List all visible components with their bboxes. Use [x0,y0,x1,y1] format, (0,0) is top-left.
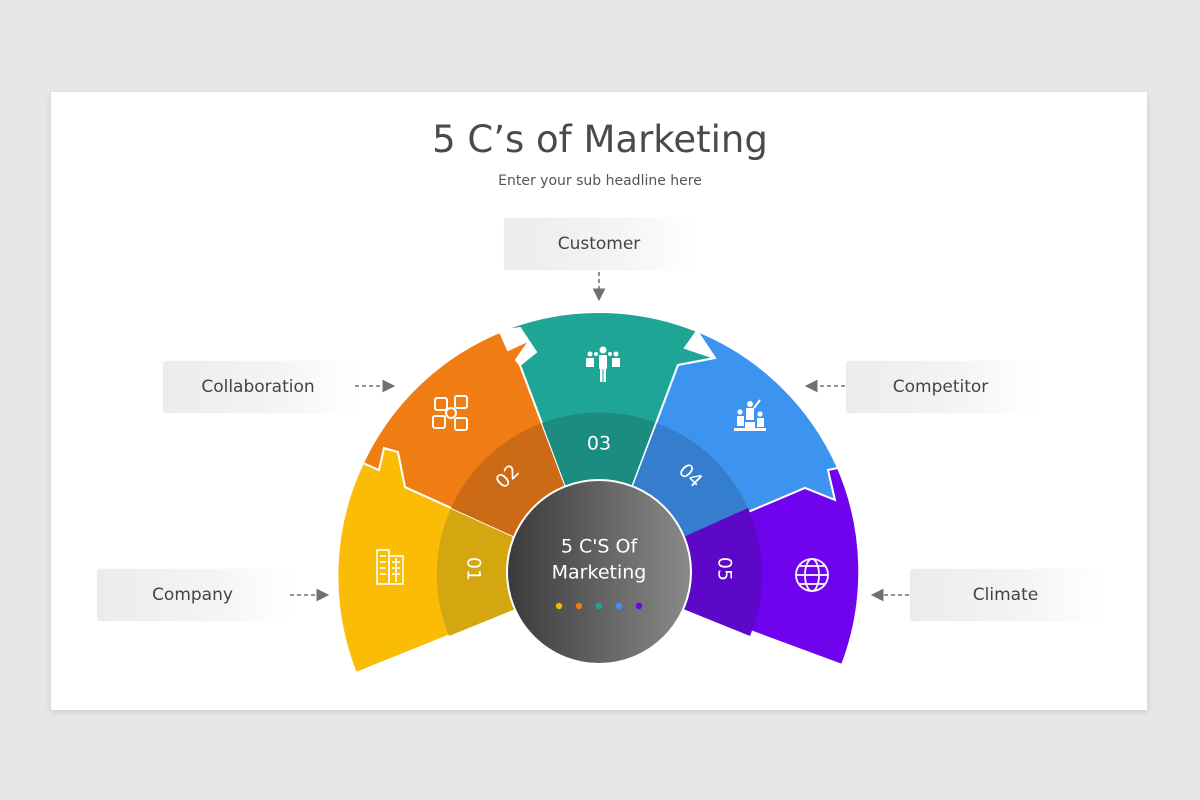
slide-title: 5 C’s of Marketing [432,118,768,161]
center-title-line1: 5 C'S Of [561,536,639,558]
label-collaboration-text: Collaboration [201,377,315,397]
segment-number-03: 03 [587,433,611,455]
segment-number-05: 05 [714,557,736,581]
globe-icon [795,558,829,592]
label-customer: Customer [504,218,694,270]
center-title-line2: Marketing [552,562,647,584]
label-customer-text: Customer [557,234,641,254]
buildings-icon [376,549,404,585]
segment-number-01: 01 [463,557,485,581]
dot-teal [595,602,603,610]
joined-hands-icon [432,395,468,431]
label-collaboration: Collaboration [163,361,353,413]
connector-arrows [290,272,909,602]
center-hub: 5 C'S Of Marketing [506,479,692,665]
center-color-dots [555,602,643,610]
slide-subtitle: Enter your sub headline here [498,173,702,189]
podium-icon [734,399,766,431]
label-company: Company [97,569,288,621]
label-competitor-text: Competitor [892,377,989,397]
label-climate: Climate [910,569,1101,621]
customer-group-icon [586,346,620,382]
dot-blue [615,602,623,610]
label-competitor: Competitor [846,361,1035,413]
dot-orange [575,602,583,610]
dot-purple [635,602,643,610]
label-climate-text: Climate [972,585,1039,605]
dot-yellow [555,602,563,610]
label-company-text: Company [152,585,233,605]
